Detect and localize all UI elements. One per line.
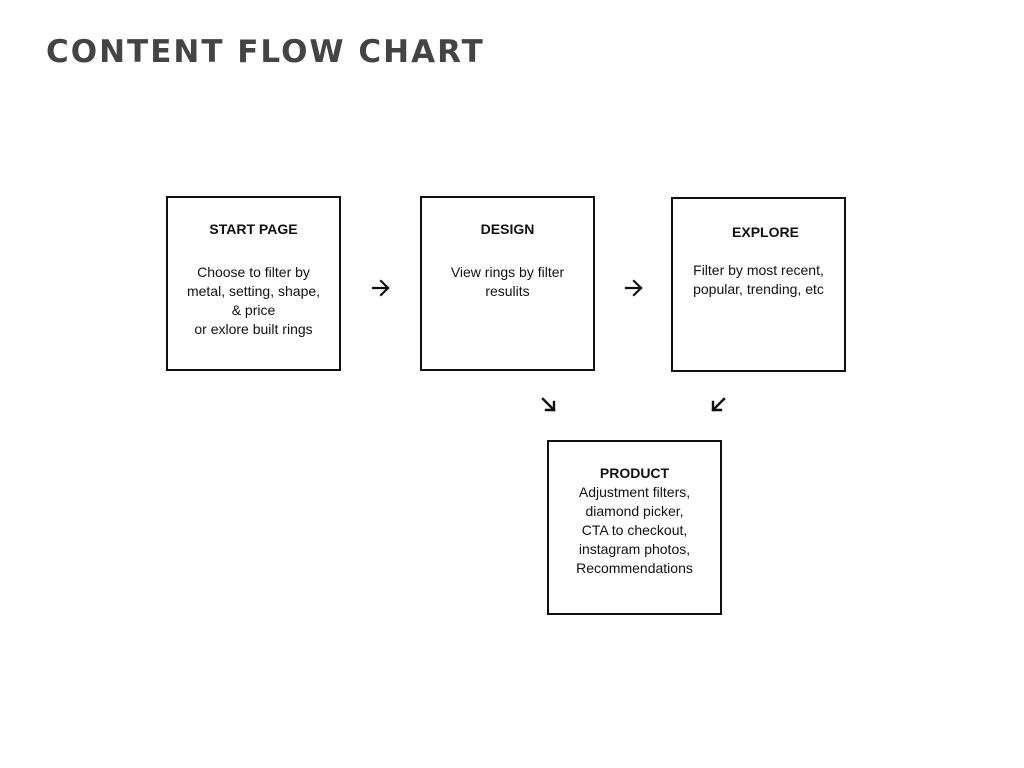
node-title: START PAGE	[209, 221, 298, 237]
node-description: Adjustment filters, diamond picker, CTA …	[555, 483, 714, 578]
node-description-line: or exlore built rings	[194, 321, 313, 337]
node-description-line: Adjustment filters,	[578, 484, 691, 500]
node-title: PRODUCT	[599, 465, 670, 481]
node-description: Filter by most recent, popular, trending…	[675, 261, 842, 299]
arrow-right-icon	[622, 276, 646, 300]
node-description-line: Filter by most recent,	[693, 262, 824, 278]
node-description-line: resulits	[485, 283, 530, 299]
node-description-line: CTA to checkout,	[581, 522, 688, 538]
node-description-line: metal, setting, shape,	[186, 283, 321, 299]
page-title: CONTENT FLOW CHART	[46, 34, 485, 70]
node-description-line: diamond picker,	[585, 503, 684, 519]
node-description-line: & price	[231, 302, 276, 318]
node-explore: EXPLORE Filter by most recent, popular, …	[671, 197, 846, 372]
node-title: EXPLORE	[732, 224, 799, 240]
node-description-line: Recommendations	[576, 560, 693, 576]
arrow-down-left-icon	[707, 392, 731, 416]
node-description-line: instagram photos,	[578, 541, 691, 557]
node-description: Choose to filter by metal, setting, shap…	[174, 263, 333, 339]
node-design: DESIGN View rings by filter resulits	[420, 196, 595, 371]
node-description-line: Choose to filter by	[197, 264, 310, 280]
arrow-down-right-icon	[536, 392, 560, 416]
arrow-right-icon	[369, 276, 393, 300]
node-description-line: popular, trending, etc	[693, 281, 824, 297]
node-start-page: START PAGE Choose to filter by metal, se…	[166, 196, 341, 371]
node-title: DESIGN	[480, 221, 535, 237]
node-product: PRODUCT Adjustment filters, diamond pick…	[547, 440, 722, 615]
node-description: View rings by filter resulits	[428, 263, 587, 301]
node-description-line: View rings by filter	[450, 264, 565, 280]
